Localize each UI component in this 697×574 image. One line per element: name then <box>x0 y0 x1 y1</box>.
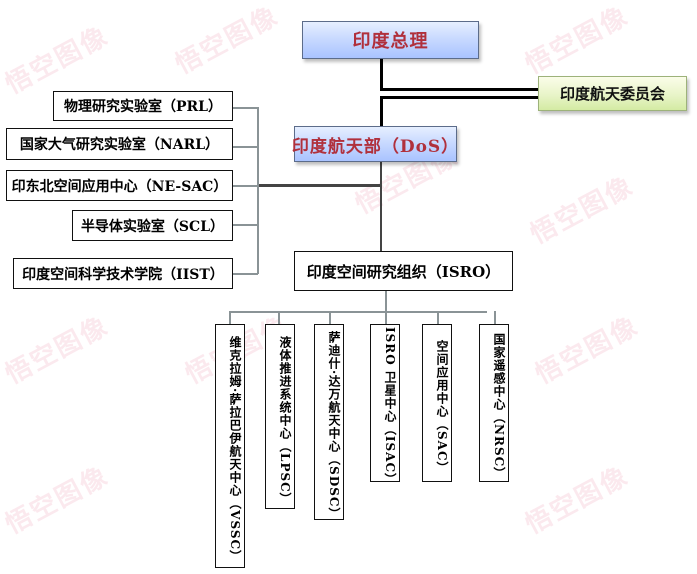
watermark: 悟空图像 <box>520 461 634 541</box>
node-label: 物理研究实验室（PRL） <box>63 99 222 115</box>
bottom-connector-nrsc <box>494 311 496 324</box>
node-label: 印度总理 <box>352 31 429 52</box>
node-label: 国家大气研究实验室（NARL） <box>19 137 220 153</box>
node-narl: 国家大气研究实验室（NARL） <box>6 128 233 160</box>
node-label: 印度航天部（DoS） <box>291 136 460 157</box>
node-label: 半导体实验室（SCL） <box>80 218 225 235</box>
connector-pm-to-commission <box>380 88 540 91</box>
node-iist: 印度空间科学技术学院（IIST） <box>13 258 233 289</box>
bottom-connector-sdsc <box>329 311 331 324</box>
bottom-bracket-horizontal <box>229 311 487 313</box>
node-isac: ISRO 卫星中心（ISAC） <box>370 324 400 487</box>
node-sdsc: 萨迪什·达万航天中心（SDSC） <box>314 324 344 521</box>
node-label: 萨迪什·达万航天中心（SDSC） <box>327 331 341 521</box>
node-department-of-space: 印度航天部（DoS） <box>291 126 460 162</box>
connector-dos-to-left-units <box>257 184 381 187</box>
bottom-connector-vssc <box>229 311 231 324</box>
left-connector-narl <box>233 146 258 148</box>
node-prl: 物理研究实验室（PRL） <box>53 91 233 121</box>
node-prime-minister: 印度总理 <box>302 21 479 59</box>
node-space-commission: 印度航天委员会 <box>538 76 687 111</box>
left-connector-ne-sac <box>233 185 258 187</box>
node-label: 液体推进系统中心（LPSC） <box>278 335 292 506</box>
node-label: ISRO 卫星中心（ISAC） <box>383 327 397 487</box>
node-label: 印度空间研究组织（ISRO） <box>306 262 501 281</box>
connector-commission-to-dos <box>380 96 540 99</box>
node-label: 国家遥感中心（NRSC） <box>492 333 506 481</box>
bottom-connector-lpsc <box>278 311 280 324</box>
node-scl: 半导体实验室（SCL） <box>72 210 233 241</box>
watermark: 悟空图像 <box>0 21 114 101</box>
node-isro: 印度空间研究组织（ISRO） <box>294 251 513 291</box>
left-connector-prl <box>233 107 258 109</box>
watermark: 悟空图像 <box>525 171 639 251</box>
watermark: 悟空图像 <box>170 1 284 81</box>
connector-pm-down <box>380 58 383 90</box>
connector-dos-up <box>380 96 383 126</box>
node-nrsc: 国家遥感中心（NRSC） <box>479 324 509 482</box>
watermark: 悟空图像 <box>530 311 644 391</box>
left-connector-scl <box>233 224 258 226</box>
node-label: 空间应用中心（SAC） <box>435 339 449 475</box>
node-vssc: 维克拉姆·萨拉巴伊航天中心（VSSC） <box>215 324 245 568</box>
connector-dos-to-isro <box>380 150 382 252</box>
watermark: 悟空图像 <box>0 311 114 391</box>
left-connector-iist <box>233 273 258 275</box>
watermark: 悟空图像 <box>0 461 114 541</box>
node-ne-sac: 印东北空间应用中心（NE-SAC） <box>6 170 233 201</box>
bottom-connector-isac <box>385 311 387 324</box>
watermark: 悟空图像 <box>520 1 634 81</box>
bottom-connector-sac <box>437 311 439 324</box>
node-label: 印东北空间应用中心（NE-SAC） <box>11 178 228 195</box>
isro-down-connector <box>385 290 387 312</box>
left-bracket-vertical <box>257 107 259 274</box>
node-label: 印度空间科学技术学院（IIST） <box>22 266 224 283</box>
node-lpsc: 液体推进系统中心（LPSC） <box>265 324 295 509</box>
node-label: 维克拉姆·萨拉巴伊航天中心（VSSC） <box>228 336 242 564</box>
node-sac: 空间应用中心（SAC） <box>422 324 452 482</box>
node-label: 印度航天委员会 <box>559 85 665 103</box>
